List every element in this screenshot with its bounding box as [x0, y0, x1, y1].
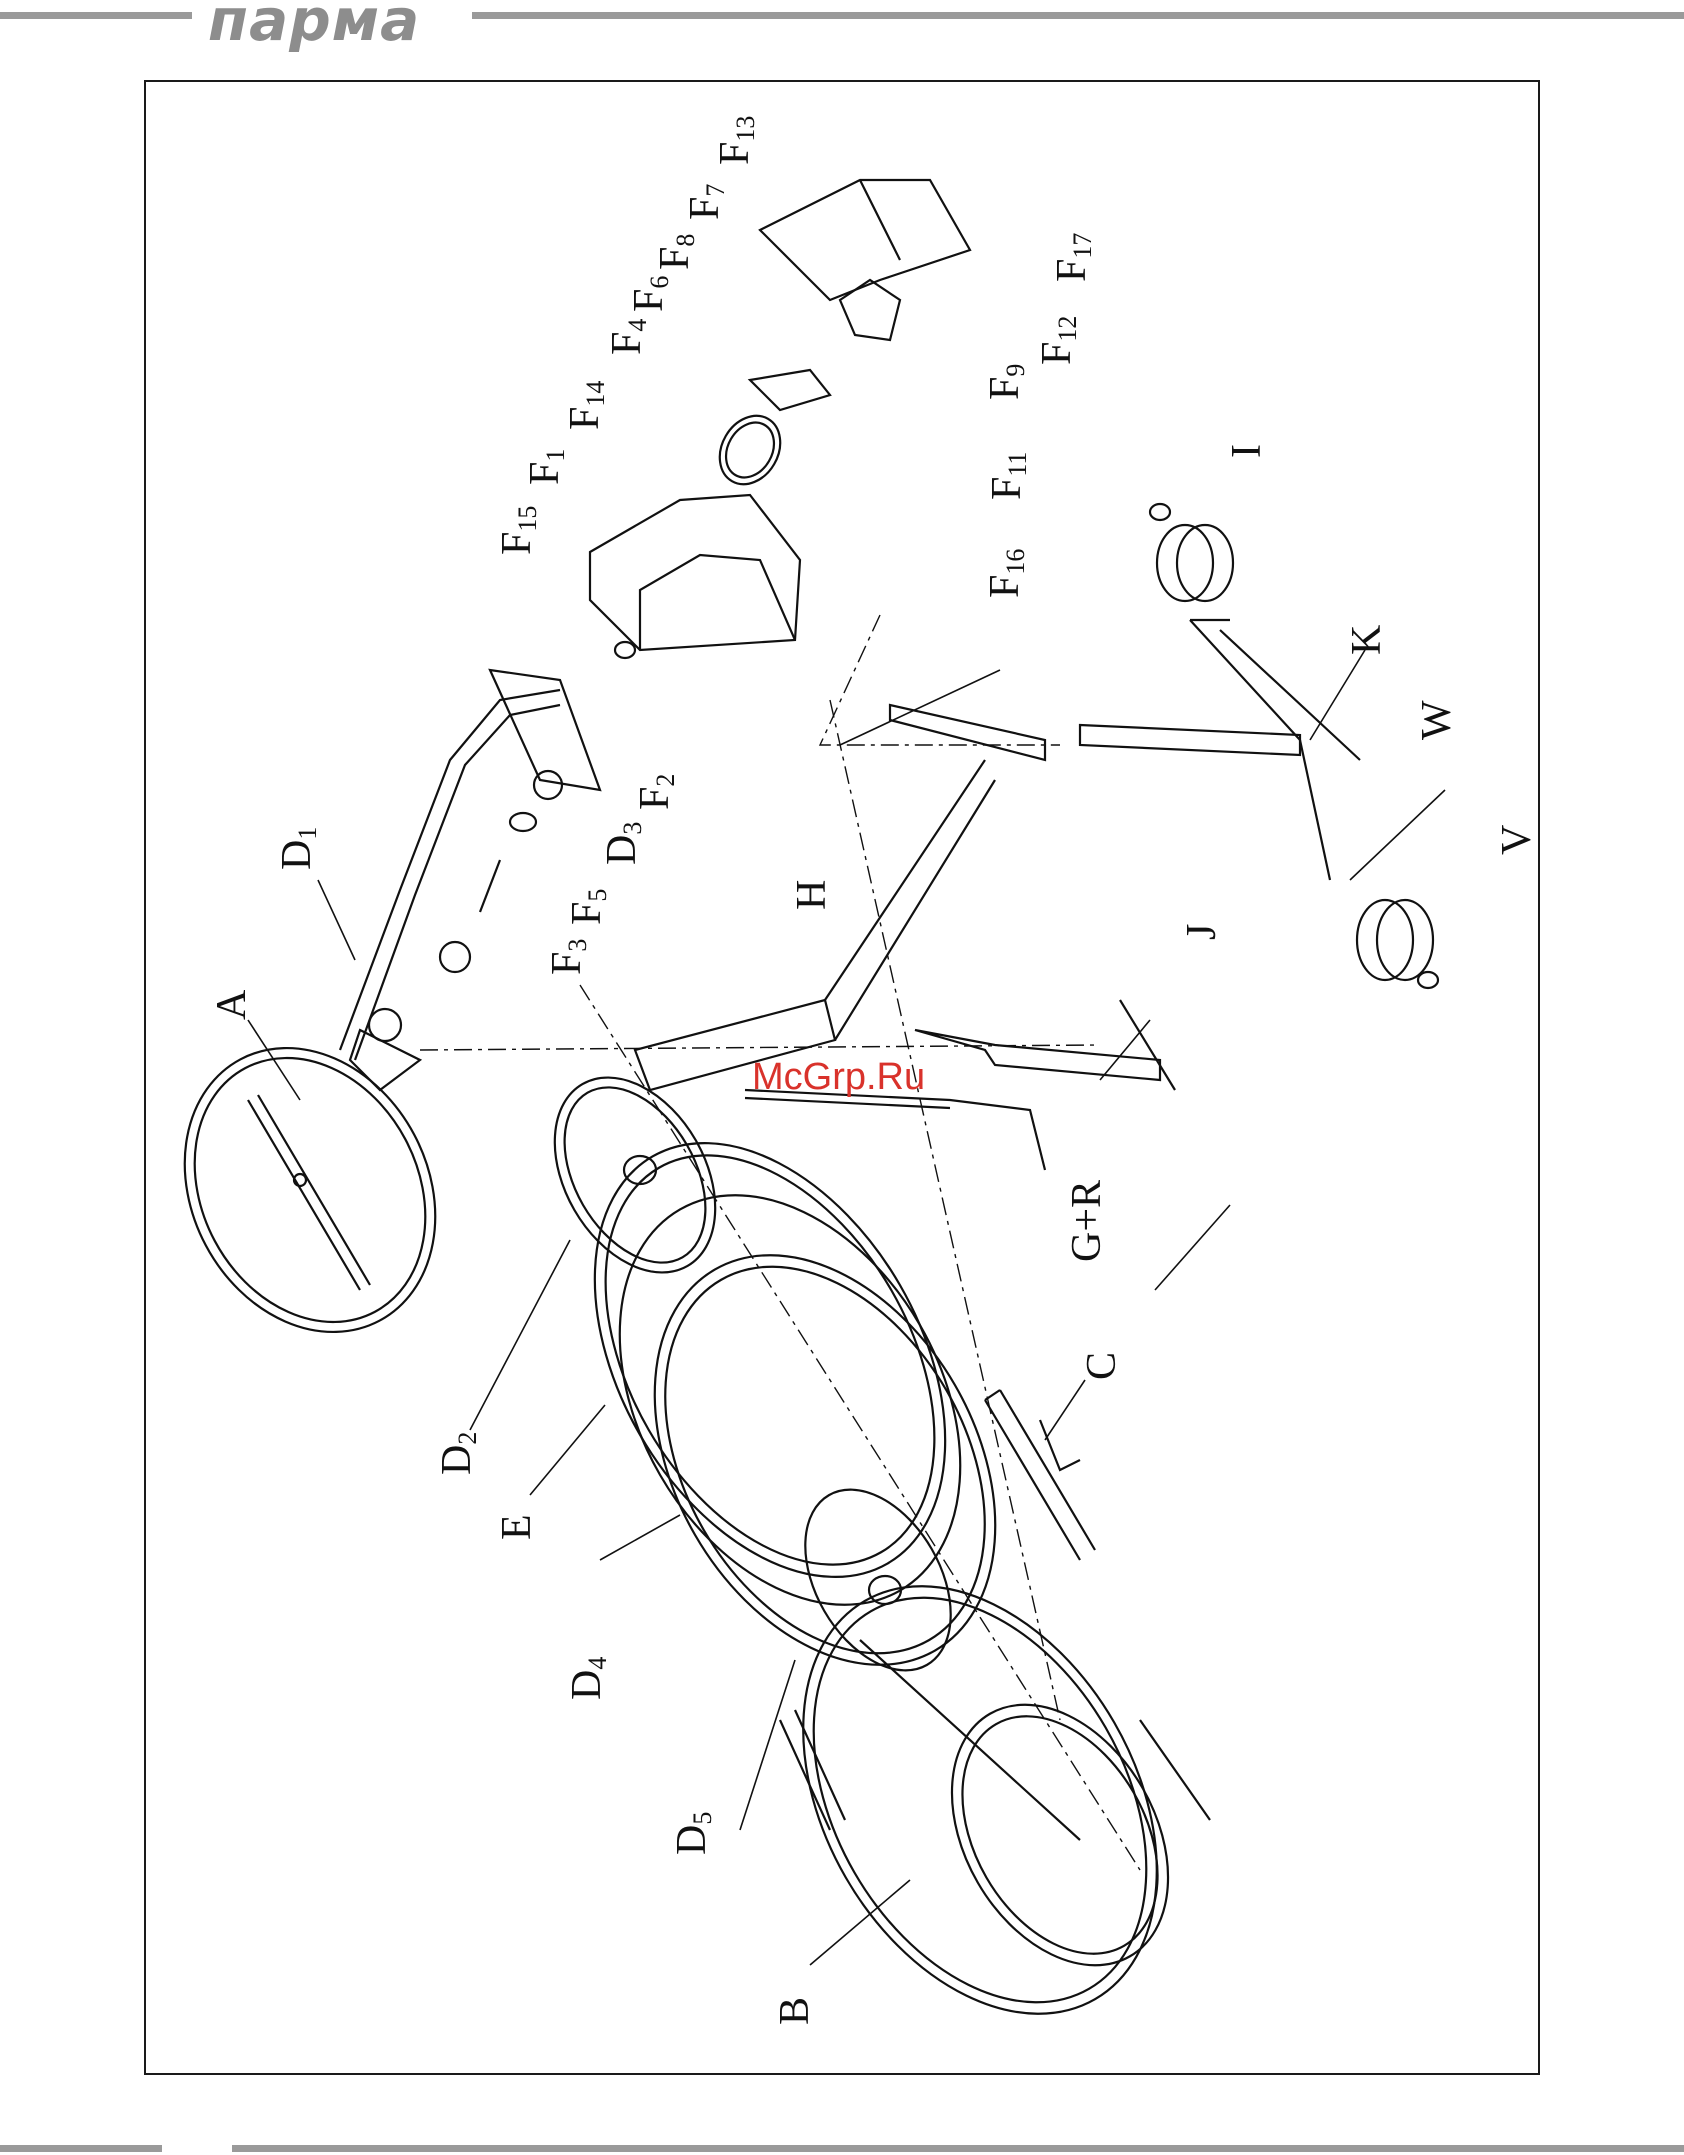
label-W: W — [1414, 700, 1460, 740]
label-F14: F14 — [562, 381, 610, 430]
label-F17: F17 — [1049, 233, 1097, 282]
part-D2-flange — [522, 1049, 748, 1301]
part-F12-motor — [840, 280, 900, 340]
part-H-frame — [635, 705, 1045, 1090]
label-B: B — [772, 1997, 818, 2025]
part-GR-handle — [745, 1090, 1045, 1170]
part-F1-motorbox — [590, 495, 800, 658]
label-K: K — [1344, 625, 1390, 655]
label-F7: F7 — [682, 184, 730, 220]
part-D5-flange — [775, 1464, 980, 1696]
label-A: A — [209, 989, 255, 1020]
label-F9: F9 — [982, 364, 1030, 400]
label-F3: F3 — [544, 939, 592, 975]
part-I-wheel — [1150, 504, 1233, 601]
label-D2: D2 — [434, 1432, 482, 1475]
label-F4: F4 — [604, 319, 652, 355]
label-C: C — [1079, 1352, 1125, 1380]
part-F4-pulley — [708, 405, 792, 495]
label-F15: F15 — [494, 506, 542, 555]
label-F11: F11 — [984, 452, 1032, 500]
label-D4: D4 — [564, 1657, 612, 1700]
label-D1: D1 — [274, 827, 322, 870]
label-F5: F5 — [564, 889, 612, 925]
label-D5: D5 — [669, 1812, 717, 1855]
label-F2: F2 — [632, 774, 680, 810]
label-F6: F6 — [626, 276, 674, 312]
label-F13: F13 — [712, 116, 760, 165]
label-E: E — [494, 1514, 540, 1540]
part-F2-bracket — [490, 670, 600, 831]
part-F13-cover — [760, 180, 970, 300]
label-F8: F8 — [652, 234, 700, 270]
footer-rule-left — [0, 2145, 162, 2152]
part-B-bowl — [731, 1523, 1229, 2076]
label-F1: F1 — [522, 449, 570, 485]
label-F16: F16 — [982, 549, 1030, 598]
part-C-paddles — [780, 1390, 1095, 1830]
part-E-drum — [523, 1081, 1065, 1725]
footer-rule-right — [232, 2145, 1684, 2152]
label-D3: D3 — [599, 822, 647, 865]
label-I: I — [1224, 444, 1270, 458]
label-V: V — [1494, 825, 1540, 855]
label-GR: G+R — [1064, 1180, 1110, 1262]
part-A-handwheel — [136, 1004, 483, 1376]
part-F8-belt — [750, 370, 830, 410]
label-F12: F12 — [1034, 316, 1082, 365]
watermark: McGrp.Ru — [752, 1056, 925, 1099]
part-F3-gear — [440, 942, 470, 972]
label-H: H — [789, 880, 835, 910]
part-W-wheel — [1357, 900, 1438, 988]
label-J: J — [1179, 924, 1225, 940]
part-F5-shaft — [480, 860, 500, 912]
part-K-axle — [1080, 620, 1360, 880]
